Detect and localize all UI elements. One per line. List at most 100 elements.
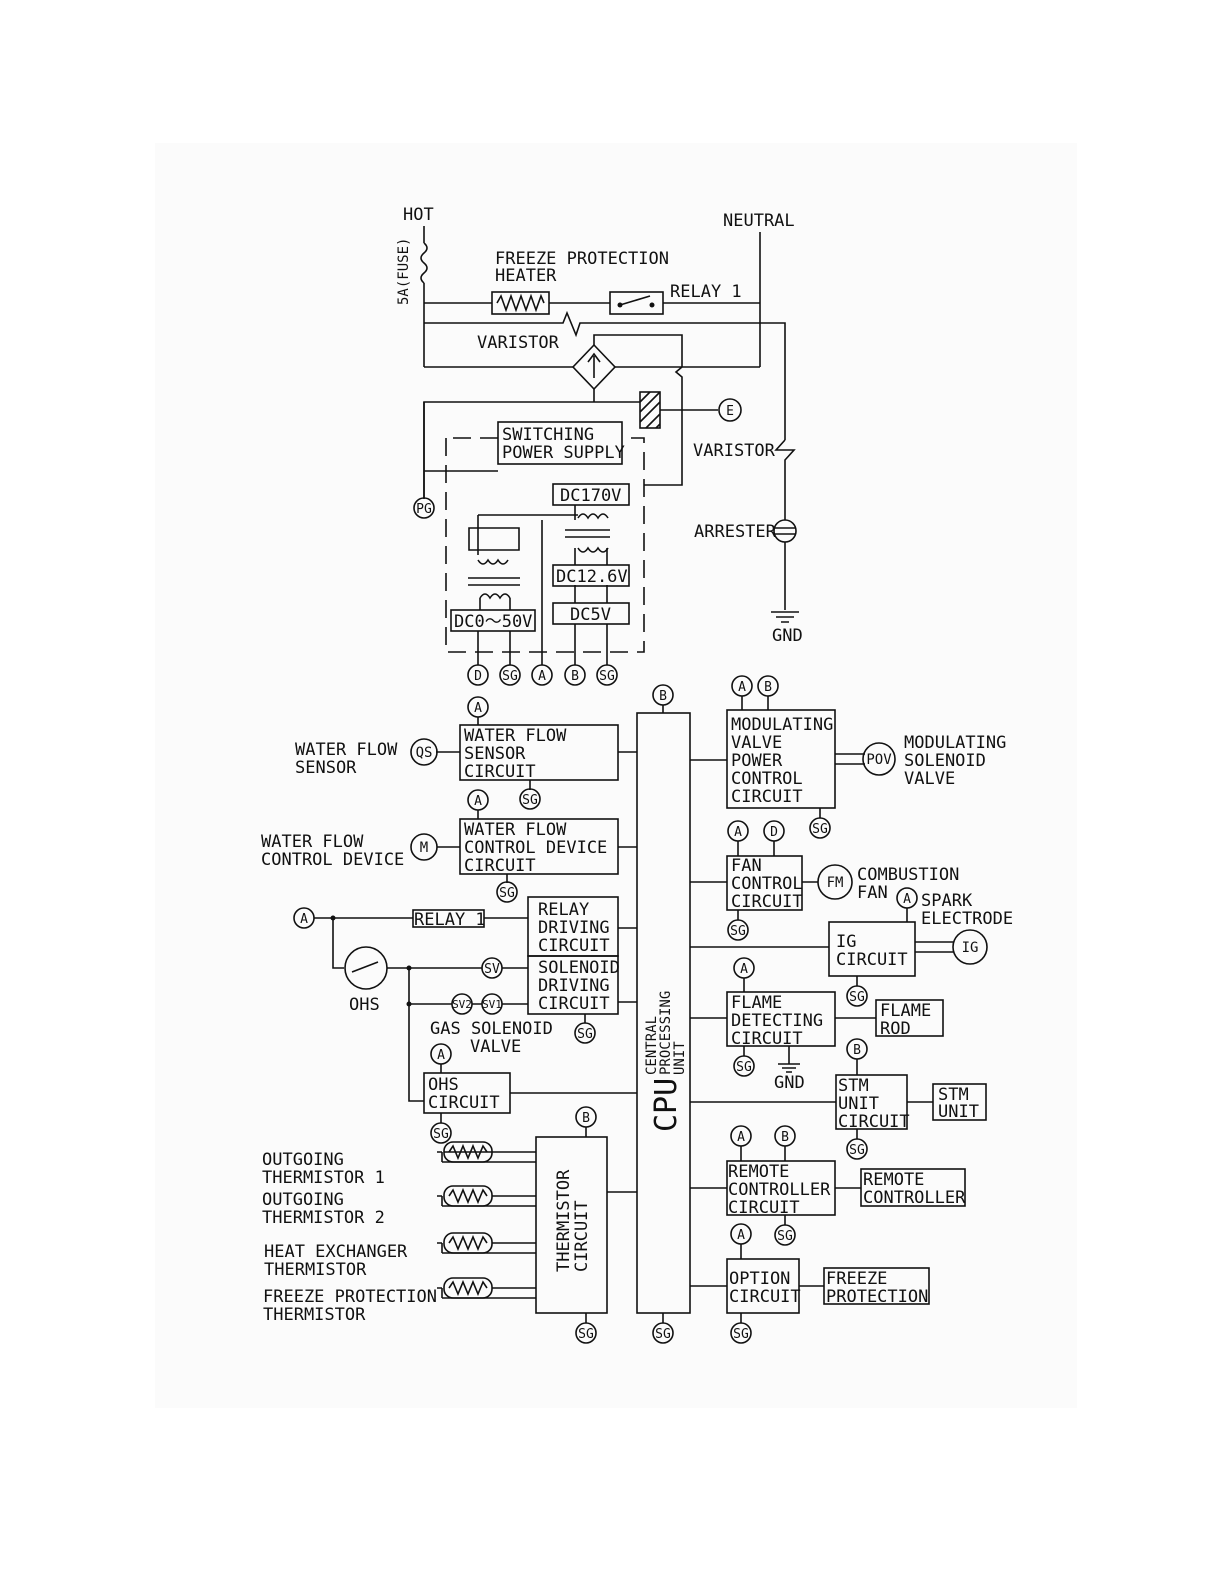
wfc-circuit-label-1: WATER FLOW <box>464 820 567 840</box>
psu-enclosure <box>445 437 645 653</box>
svg-text:A: A <box>738 680 746 695</box>
fan-circuit-label-1: FAN <box>731 856 762 876</box>
arrester-gap <box>775 527 795 535</box>
svg-text:SG: SG <box>578 1327 594 1342</box>
sv-coil: SV <box>481 957 503 979</box>
water-flow-sensor-label-1: WATER FLOW <box>295 740 398 760</box>
fan-motor-label: FM <box>827 875 844 891</box>
gas-solenoid-label-1: GAS SOLENOID <box>430 1019 553 1039</box>
svg-text:B: B <box>764 680 772 695</box>
varistor2-label: VARISTOR <box>693 441 776 461</box>
ig-circuit-label-2: CIRCUIT <box>836 950 908 970</box>
spark-label-1: SPARK <box>921 891 973 911</box>
wfs-circuit-label-1: WATER FLOW <box>464 726 567 746</box>
cpu-label: CPU <box>649 1078 684 1132</box>
thermistor-2 <box>437 1185 536 1207</box>
igniter-symbol <box>952 929 988 965</box>
surge-line <box>774 439 796 610</box>
psu-terminal-d: D <box>467 664 489 686</box>
stm-circuit-label-1: STM <box>838 1076 869 1096</box>
wfs-circuit-box <box>459 724 619 781</box>
flame-wires <box>690 978 876 1073</box>
svg-text:A: A <box>437 1048 445 1063</box>
arrester-label: ARRESTER <box>694 522 777 542</box>
stm-terminal-sg: SG <box>846 1138 868 1160</box>
varistor1-label: VARISTOR <box>477 333 560 353</box>
psu-outputs <box>477 520 608 665</box>
svg-text:SV1: SV1 <box>482 998 502 1011</box>
flame-terminal-sg: SG <box>733 1055 755 1077</box>
relay-driving-label-2: DRIVING <box>538 918 610 938</box>
option-circuit-label-1: OPTION <box>729 1269 790 1289</box>
svg-text:D: D <box>770 825 778 840</box>
psu-terminal-sg: SG <box>596 664 618 686</box>
thermistor-terminal-b: B <box>575 1106 597 1128</box>
remote-label-2: CONTROLLER <box>863 1188 966 1208</box>
svg-text:SG: SG <box>433 1127 449 1142</box>
remote-wires <box>690 1146 861 1225</box>
gnd-label: GND <box>772 626 803 646</box>
ig-circuit-box <box>828 921 916 977</box>
fan-terminal-sg: SG <box>727 919 749 941</box>
thermistor-circuit-label-2: CIRCUIT <box>572 1200 592 1272</box>
relay1-pin <box>617 302 623 308</box>
mod-wires <box>690 696 865 818</box>
freeze-heater-element <box>491 291 550 315</box>
igniter-label: IG <box>962 940 979 956</box>
option-circuit-box <box>726 1258 800 1314</box>
relay1-switch <box>609 291 664 315</box>
svg-text:B: B <box>781 1130 789 1145</box>
ohs-terminal-a: A <box>430 1043 452 1065</box>
thermistor-4 <box>437 1277 536 1299</box>
thermistor-wires <box>585 1127 637 1323</box>
option-terminal-a: A <box>730 1223 752 1245</box>
sv1-coil: SV1 <box>481 993 503 1015</box>
option-terminal-sg: SG <box>730 1322 752 1344</box>
svg-text:SG: SG <box>777 1229 793 1244</box>
svg-text:A: A <box>538 669 546 684</box>
thermistor-3-label-1: HEAT EXCHANGER <box>264 1242 408 1262</box>
svg-text:B: B <box>659 689 667 704</box>
cpu-full-3: UNIT <box>672 1041 688 1075</box>
remote-label-1: REMOTE <box>863 1170 924 1190</box>
stm-wires <box>690 1059 933 1139</box>
svg-text:SG: SG <box>499 886 515 901</box>
flame-circuit-label-3: CIRCUIT <box>731 1029 803 1049</box>
stm-circuit-label-2: UNIT <box>838 1094 879 1114</box>
thermistor-4-label-1: FREEZE PROTECTION <box>263 1287 437 1307</box>
noise-filter-hatch <box>639 391 661 429</box>
thermistor-1-label-1: OUTGOING <box>262 1150 344 1170</box>
gas-solenoid-label-2: VALVE <box>470 1037 521 1057</box>
dc126-box <box>552 564 630 587</box>
svg-text:A: A <box>740 962 748 977</box>
thermistor-2-label-2: THERMISTOR 2 <box>262 1208 385 1228</box>
earth-terminal-label: E <box>726 404 734 419</box>
stm-unit-label-2: UNIT <box>938 1102 979 1122</box>
cpu-terminal-sg: SG <box>652 1322 674 1344</box>
mod-valve-label-3: VALVE <box>904 769 955 789</box>
svg-text:A: A <box>903 892 911 907</box>
mod-valve-label-2: SOLENOID <box>904 751 986 771</box>
svg-text:B: B <box>571 669 579 684</box>
arrester-symbol <box>773 519 797 543</box>
mod-circuit-label-3: POWER <box>731 751 783 771</box>
svg-text:SG: SG <box>812 822 828 837</box>
fan-terminal-d: D <box>763 820 785 842</box>
svg-text:SG: SG <box>849 990 865 1005</box>
ohs-circuit-label-1: OHS <box>428 1075 459 1095</box>
flame-rod-box <box>875 999 944 1037</box>
svg-text:SG: SG <box>599 669 615 684</box>
svg-text:A: A <box>737 1228 745 1243</box>
svg-text:A: A <box>734 825 742 840</box>
flame-circuit-label-2: DETECTING <box>731 1011 823 1031</box>
sv2-coil: SV2 <box>451 993 473 1015</box>
freeze-protection-label-1: FREEZE <box>826 1269 887 1289</box>
mod-terminal-a: A <box>731 675 753 697</box>
psu-taps <box>479 548 608 610</box>
motor-label: M <box>420 840 428 856</box>
wfc-wires <box>437 810 637 883</box>
thermistor-terminal-sg: SG <box>575 1322 597 1344</box>
svg-text:SV: SV <box>484 962 500 977</box>
water-flow-sensor-label-2: SENSOR <box>295 758 357 778</box>
flame-rod-label-2: ROD <box>880 1019 911 1039</box>
